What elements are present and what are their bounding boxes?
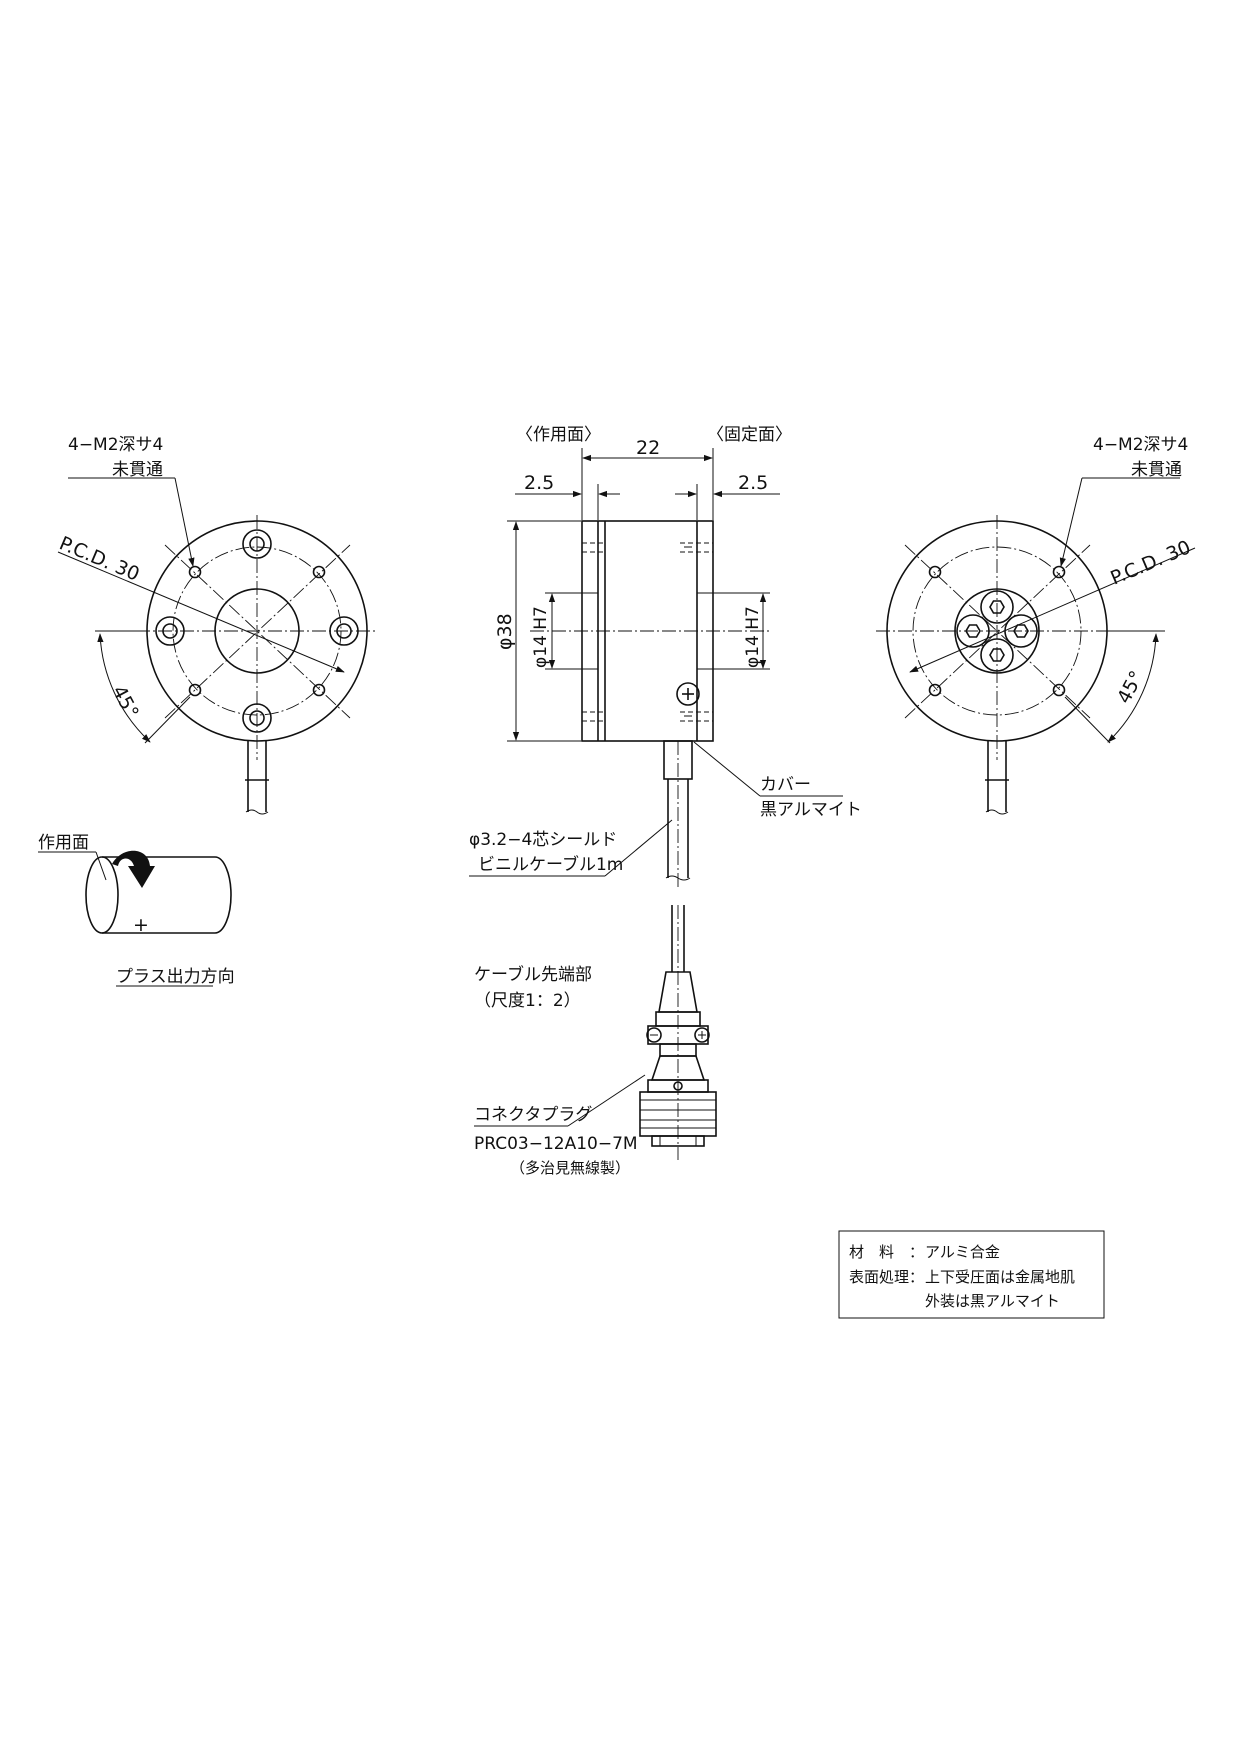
left-angle-label: 45° <box>108 682 143 722</box>
connector-part-number: PRC03−12A10−7M <box>474 1134 638 1154</box>
plus-sign: + <box>133 914 149 936</box>
cable-bushing <box>663 740 693 780</box>
dim-bore-left: φ14 H7 <box>531 606 551 668</box>
dim-total-width: 22 <box>636 437 660 459</box>
material-label: 材 料 <box>849 1243 894 1261</box>
left-tapped-holes <box>188 565 326 697</box>
direction-figure: 作用面 + プラス出力方向 <box>38 833 235 987</box>
dim-left-plate: 2.5 <box>524 472 554 494</box>
side-view: 〈作用面〉 〈固定面〉 22 2.5 2.5 <box>469 425 862 890</box>
cover-screw <box>676 682 700 706</box>
cover-label-1: カバー <box>760 775 811 795</box>
finish-label: 表面処理 <box>849 1268 909 1286</box>
left-pcd-label: P.C.D. 30 <box>56 532 143 585</box>
right-hole-callout-1: 4−M2深サ4 <box>1093 435 1188 455</box>
right-pcd-label: P.C.D. 30 <box>1107 536 1194 589</box>
cable-label-1: φ3.2−4芯シールド <box>469 830 617 850</box>
finish-sep: ： <box>909 1268 924 1286</box>
right-center-bolts <box>956 590 1038 672</box>
cover-label-2: 黒アルマイト <box>760 800 862 820</box>
direction-caption: プラス出力方向 <box>116 967 235 987</box>
dim-diameter: φ38 <box>494 613 516 650</box>
working-face-label: 〈作用面〉 <box>516 425 601 445</box>
left-end-view: 4−M2深サ4 未貫通 P.C.D. 30 45° <box>56 435 378 815</box>
spec-table-frame <box>838 1230 1105 1319</box>
left-bore <box>214 588 300 674</box>
cable-end-detail: ケーブル先端部 （尺度1：2） コネクタプラグ PRC03−12A10− <box>474 905 717 1177</box>
left-pcd-circle <box>172 546 342 716</box>
dim-right-plate: 2.5 <box>738 472 768 494</box>
right-angle-label: 45° <box>1113 667 1148 707</box>
body-outline <box>581 520 714 742</box>
cable-end-scale: （尺度1：2） <box>474 991 581 1011</box>
rotation-arrow-icon <box>112 850 155 888</box>
right-bore <box>954 588 1040 674</box>
material-value: アルミ合金 <box>925 1243 1000 1261</box>
left-bolts <box>155 529 359 733</box>
cable-end-title: ケーブル先端部 <box>474 964 592 985</box>
finish-value-2: 外装は黒アルマイト <box>925 1292 1060 1310</box>
right-pcd-circle <box>912 546 1082 716</box>
right-tapped-holes <box>928 565 1066 697</box>
dim-bore-right: φ14 H7 <box>743 606 763 668</box>
left-hole-callout-1: 4−M2深サ4 <box>68 435 163 455</box>
direction-working-face-label: 作用面 <box>38 833 89 853</box>
left-hole-callout-2: 未貫通 <box>112 460 163 480</box>
spec-table: 材 料 ： アルミ合金 表面処理 ： 上下受圧面は金属地肌 外装は黒アルマイト <box>838 1230 1105 1319</box>
left-diag-centerline-2 <box>164 544 351 719</box>
left-diag-centerline-1 <box>164 544 351 719</box>
finish-value-1: 上下受圧面は金属地肌 <box>925 1268 1075 1286</box>
right-end-view: 4−M2深サ4 未貫通 P.C.D. 30 45° <box>876 435 1196 815</box>
connector-label: コネクタプラグ <box>474 1105 592 1125</box>
fixed-face-label: 〈固定面〉 <box>707 425 792 445</box>
right-hole-callout-2: 未貫通 <box>1131 460 1182 480</box>
cable-label-2: ビニルケーブル1m <box>478 854 623 875</box>
material-sep: ： <box>909 1243 924 1261</box>
connector-maker: （多治見無線製） <box>510 1159 630 1177</box>
